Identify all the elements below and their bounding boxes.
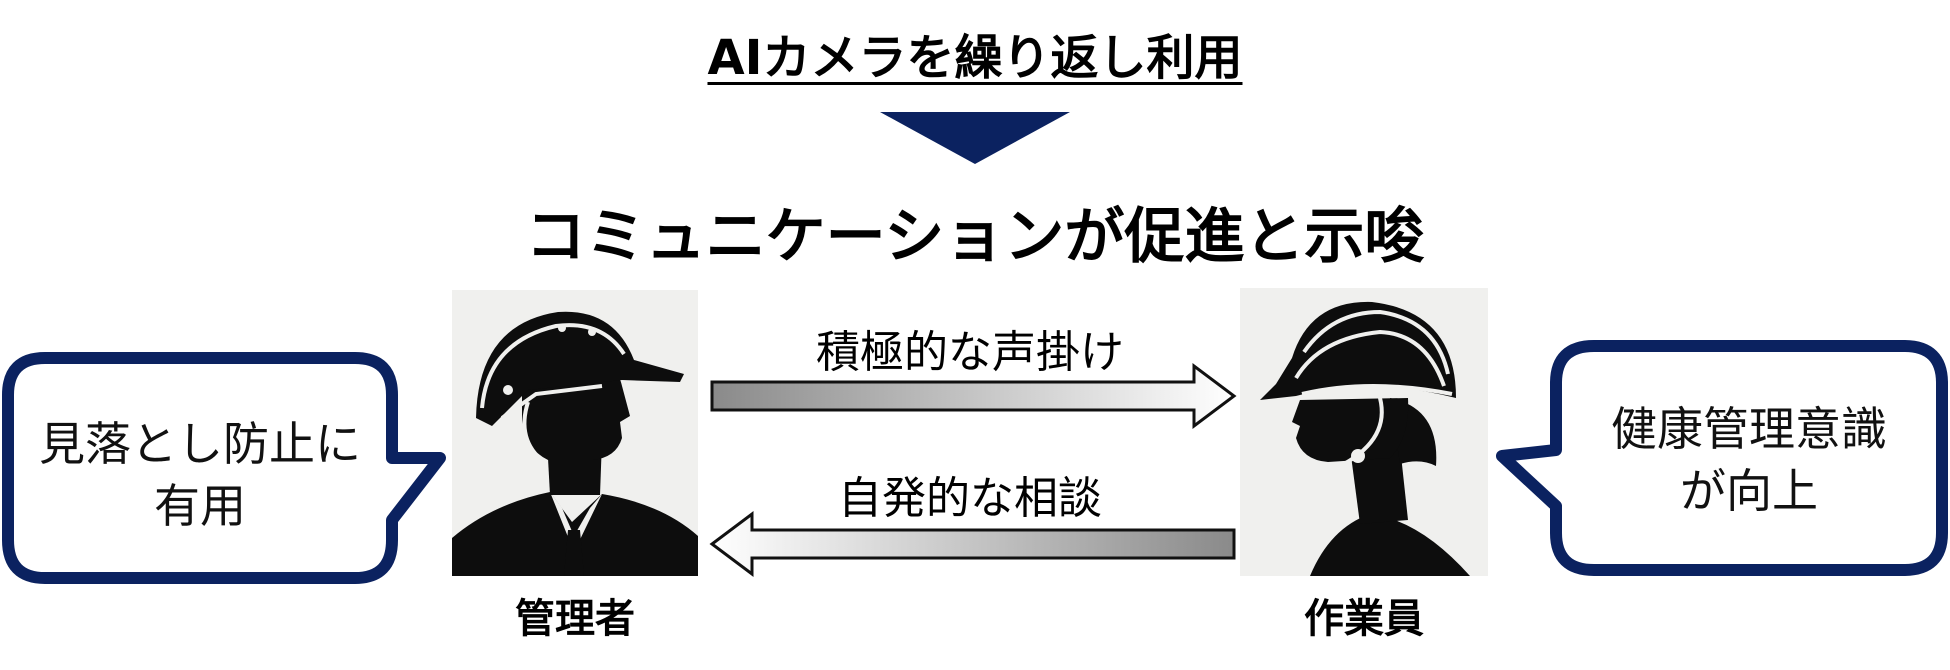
subheadline: コミュニケーションが促進と示唆 (525, 202, 1425, 272)
manager-label: 管理者 (515, 596, 635, 642)
worker-bubble-text: 健康管理意識 が向上 (1556, 398, 1942, 522)
worker-speech-bubble (1496, 340, 1948, 576)
worker-bubble-line-1: 健康管理意識 (1611, 402, 1887, 456)
worker-bubble-line-2: が向上 (1680, 464, 1818, 518)
to-manager-arrow-label: 自発的な相談 (838, 473, 1102, 524)
left-arrow-icon (709, 511, 1236, 577)
manager-silhouette-icon (452, 311, 698, 576)
right-arrow-icon (710, 363, 1237, 429)
manager-photo (452, 290, 698, 576)
manager-bubble-text: 見落とし防止に 有用 (10, 413, 390, 537)
worker-silhouette-icon (1260, 301, 1470, 576)
down-triangle-icon (880, 112, 1070, 164)
manager-bubble-line-2: 有用 (154, 479, 246, 533)
worker-label: 作業員 (1304, 596, 1424, 642)
manager-speech-bubble (2, 352, 446, 584)
to-worker-arrow-label: 積極的な声掛け (816, 327, 1124, 378)
worker-photo (1240, 288, 1488, 576)
manager-bubble-line-1: 見落とし防止に (39, 417, 361, 471)
headline: AIカメラを繰り返し利用 (707, 30, 1243, 86)
